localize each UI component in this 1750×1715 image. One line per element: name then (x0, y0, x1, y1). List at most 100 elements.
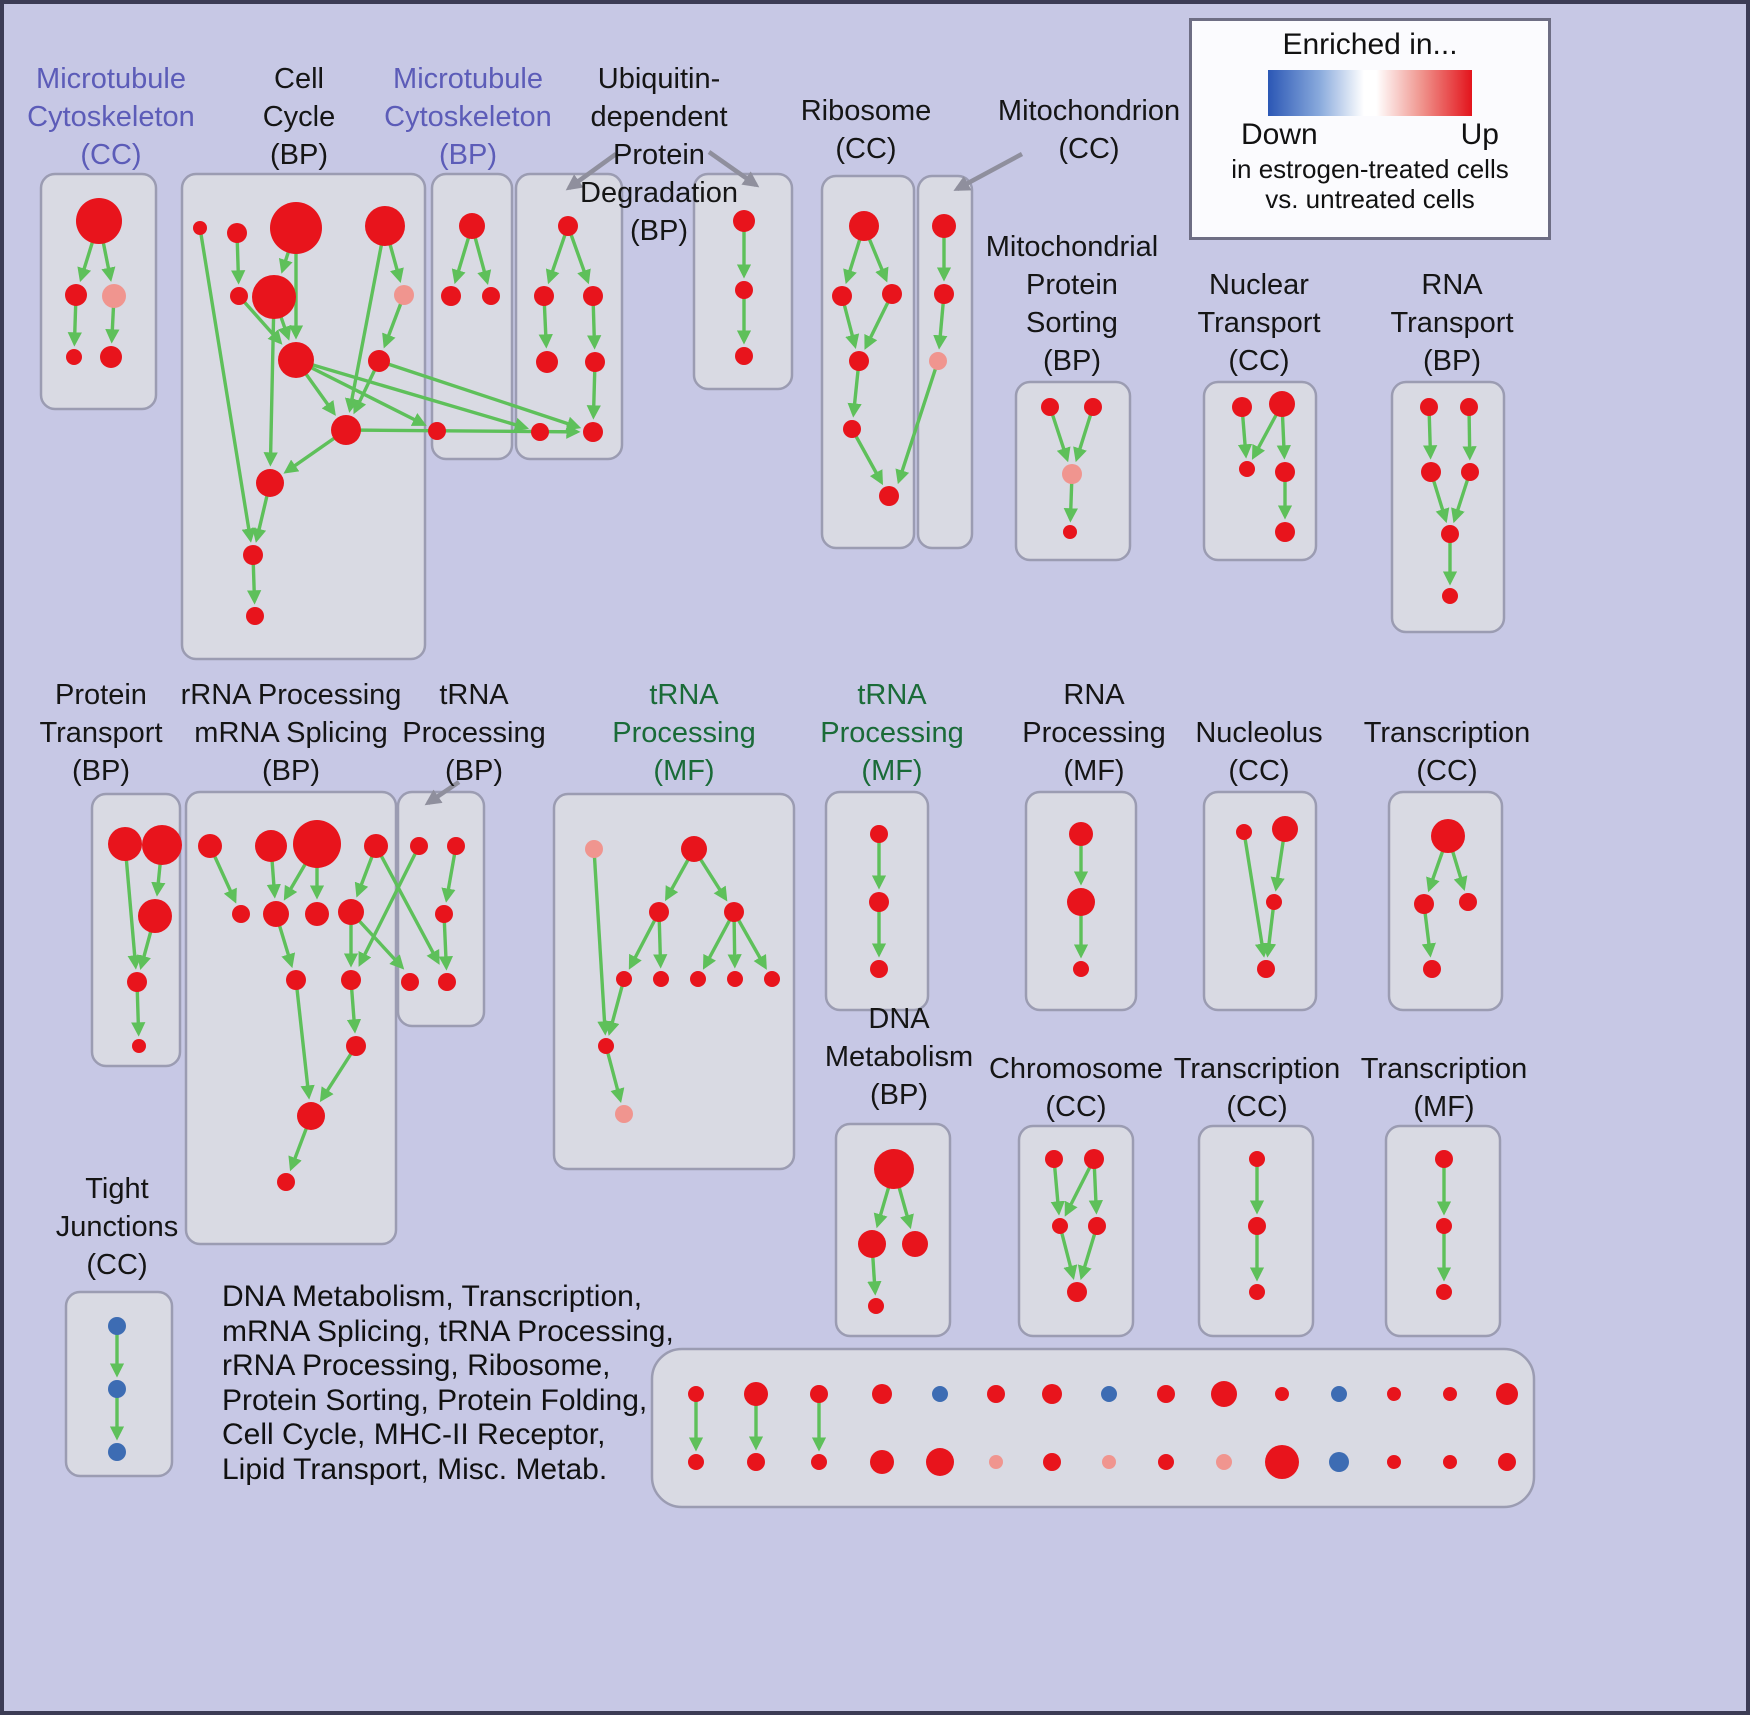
nuclear-transport-cc-box (1202, 380, 1318, 562)
misc-pathways-node-28 (1496, 1383, 1518, 1405)
misc-pathways-node-25 (1387, 1455, 1401, 1469)
protein-transport-bp-node-1 (142, 825, 182, 865)
microtubule-cytoskeleton-cc-label: Microtubule Cytoskeleton (CC) (27, 63, 195, 171)
misc-pathways-node-5 (811, 1454, 827, 1470)
mitochondrial-protein-sorting-bp-node-2 (1062, 464, 1082, 484)
legend-gradient-bar (1268, 70, 1472, 116)
misc-pathways-node-8 (932, 1386, 948, 1402)
trna-processing-mf-large-edge (604, 1045, 625, 1103)
nucleolus-cc-box (1202, 790, 1318, 1012)
chromosome-cc-edge (1058, 1225, 1078, 1280)
cell-cycle-bp-node-12 (246, 607, 264, 625)
rrna-processing-mrna-splicing-bp-node-0 (198, 834, 222, 858)
ubiquitin-degradation-bp-a-node-4 (585, 352, 605, 372)
legend-box: Enriched in... Down Up in estrogen-treat… (1189, 18, 1551, 240)
ribosome-cc-node-5 (879, 486, 899, 506)
trna-processing-mf-large-node-1 (681, 836, 707, 862)
rna-transport-bp-node-3 (1461, 463, 1479, 481)
rna-processing-mf-label: RNA Processing (MF) (1022, 679, 1166, 787)
ribosome-cc-edge (850, 428, 883, 486)
misc-pathways-node-24 (1387, 1387, 1401, 1401)
mitochondrial-protein-sorting-bp-node-3 (1063, 525, 1077, 539)
misc-pathways-node-0 (688, 1386, 704, 1402)
transcription-cc-lower-node-1 (1248, 1217, 1266, 1235)
cell-cycle-bp-edge (198, 227, 256, 543)
pointer-arrow-1 (707, 150, 760, 188)
trna-processing-bp-node-4 (438, 973, 456, 991)
pointer-arrow-2 (953, 152, 1024, 191)
cell-cycle-bp-node-5 (252, 275, 296, 319)
transcription-cc-upper-node-1 (1414, 894, 1434, 914)
nuclear-transport-cc-node-1 (1269, 391, 1295, 417)
trna-processing-mf-large-node-10 (615, 1105, 633, 1123)
misc-pathways-node-3 (747, 1453, 765, 1471)
cell-cycle-bp-edge (263, 296, 278, 467)
mitochondrial-protein-sorting-bp-label: Mitochondrial Protein Sorting (BP) (985, 231, 1159, 377)
tight-junctions-cc-node-2 (108, 1443, 126, 1461)
misc-pathways-node-15 (1102, 1455, 1116, 1469)
cell-cycle-bp-node-4 (230, 287, 248, 305)
dna-metabolism-bp-node-1 (858, 1230, 886, 1258)
cross-edge (378, 359, 582, 431)
rrna-processing-mrna-splicing-bp-node-1 (255, 830, 287, 862)
legend-up-label: Up (1460, 118, 1499, 151)
microtubule-cytoskeleton-cc-node-1 (65, 284, 87, 306)
rna-processing-mf-node-1 (1067, 888, 1095, 916)
misc-pathways-node-13 (1043, 1453, 1061, 1471)
ubiquitin-degradation-bp-a-node-6 (583, 422, 603, 442)
misc-pathways-node-22 (1331, 1386, 1347, 1402)
ubiquitin-degradation-bp-a-node-5 (531, 423, 549, 441)
ribosome-cc-node-2 (882, 284, 902, 304)
trna-processing-mf-large-node-4 (616, 971, 632, 987)
misc-pathways-node-1 (688, 1454, 704, 1470)
cross-edge (895, 360, 940, 485)
mitochondrial-protein-sorting-bp-node-0 (1041, 398, 1059, 416)
transcription-cc-upper-node-3 (1423, 960, 1441, 978)
chromosome-cc-node-0 (1045, 1150, 1063, 1168)
rrna-processing-mrna-splicing-bp-node-7 (338, 899, 364, 925)
mitochondrion-cc-node-2 (929, 352, 947, 370)
cell-cycle-bp-node-9 (331, 415, 361, 445)
transcription-mf-label: Transcription (MF) (1360, 1053, 1528, 1123)
ubiquitin-degradation-bp-a-node-1 (534, 286, 554, 306)
trna-processing-mf-large-node-8 (764, 971, 780, 987)
misc-pathways-node-14 (1101, 1386, 1117, 1402)
nodes-layer (65, 198, 1518, 1479)
misc-pathways-node-21 (1265, 1445, 1299, 1479)
protein-transport-bp-node-0 (108, 827, 142, 861)
rrna-processing-mrna-splicing-bp-node-8 (286, 970, 306, 990)
cell-cycle-bp-node-2 (270, 202, 322, 254)
chromosome-cc-node-4 (1067, 1282, 1087, 1302)
chromosome-cc-node-3 (1088, 1217, 1106, 1235)
misc-pathways-text: DNA Metabolism, Transcription, mRNA Spli… (222, 1280, 674, 1486)
ribosome-cc-node-4 (843, 420, 861, 438)
ubiquitin-degradation-bp-a-node-3 (536, 351, 558, 373)
misc-pathways-node-6 (872, 1384, 892, 1404)
trna-processing-bp-node-3 (401, 973, 419, 991)
misc-pathways-node-16 (1157, 1385, 1175, 1403)
misc-pathways-box (650, 1347, 1536, 1509)
cell-cycle-bp-node-7 (278, 342, 314, 378)
trna-processing-mf-small-node-2 (870, 960, 888, 978)
trna-processing-bp-node-1 (447, 837, 465, 855)
ubiquitin-degradation-bp-b-node-1 (735, 281, 753, 299)
transcription-cc-lower-node-2 (1249, 1284, 1265, 1300)
trna-processing-mf-large-edge (628, 911, 661, 970)
rna-transport-bp-node-4 (1441, 525, 1459, 543)
ubiquitin-degradation-bp-b-node-2 (735, 347, 753, 365)
transcription-mf-node-0 (1435, 1150, 1453, 1168)
trna-processing-bp-edge (441, 845, 458, 903)
trna-processing-mf-large-node-7 (727, 971, 743, 987)
nucleolus-cc-node-2 (1266, 894, 1282, 910)
protein-transport-bp-node-3 (127, 972, 147, 992)
rna-transport-bp-node-0 (1420, 398, 1438, 416)
cell-cycle-bp-node-8 (368, 350, 390, 372)
tight-junctions-cc-node-0 (108, 1317, 126, 1335)
nucleolus-cc-label: Nucleolus (CC) (1195, 717, 1323, 787)
ribosome-cc-node-1 (832, 286, 852, 306)
microtubule-cytoskeleton-cc-node-4 (100, 346, 122, 368)
tight-junctions-cc-label: Tight Junctions (CC) (55, 1173, 179, 1281)
microtubule-cytoskeleton-bp-node-2 (482, 287, 500, 305)
cell-cycle-bp-node-11 (243, 545, 263, 565)
